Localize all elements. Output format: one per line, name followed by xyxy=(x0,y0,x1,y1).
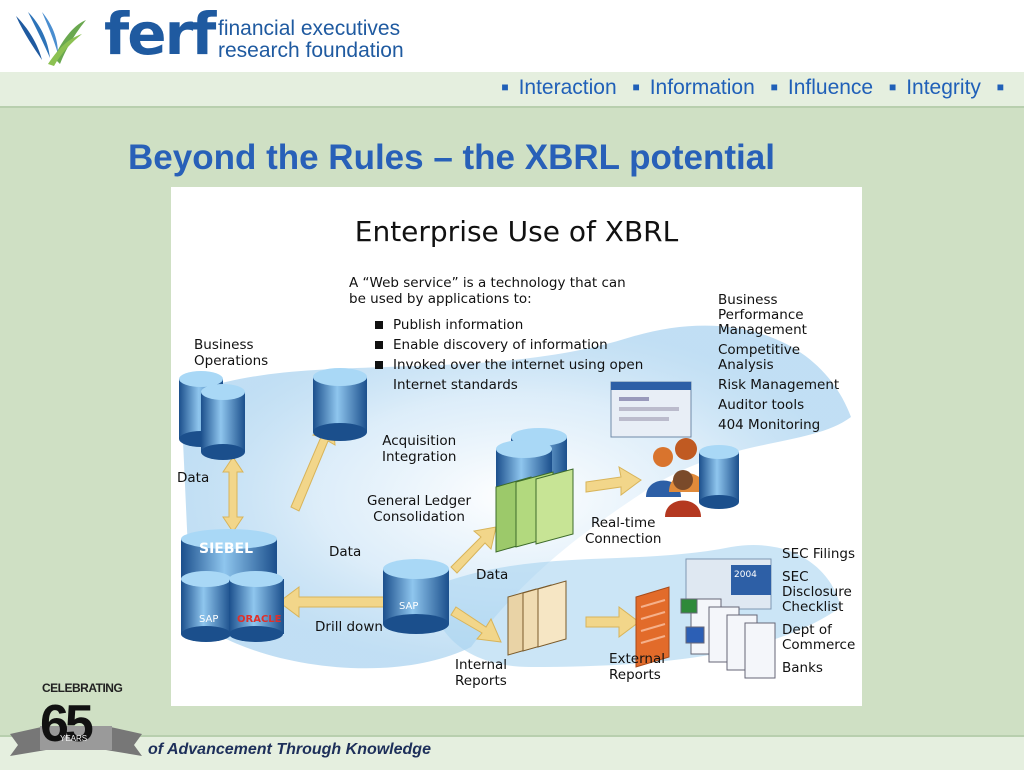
label-siebel: SIEBEL xyxy=(199,541,254,557)
right-404-monitoring: 404 Monitoring xyxy=(718,417,821,433)
external-reports-icon xyxy=(635,586,670,668)
label-integration: Integration xyxy=(382,449,457,465)
anniversary-ribbon-icon xyxy=(10,726,142,756)
arrow-drill-down xyxy=(278,586,387,618)
label-operations: Operations xyxy=(194,353,269,369)
value-information: Information xyxy=(649,76,755,99)
diagram-title: Enterprise Use of XBRL xyxy=(354,215,679,248)
bullet-icon: ■ xyxy=(501,80,509,94)
office-documents-icon xyxy=(680,598,776,679)
celebrating-label: CELEBRATING xyxy=(42,681,123,695)
years-number: 65 xyxy=(40,695,94,753)
business-ops-db-icon xyxy=(179,371,245,460)
central-sap-db-icon xyxy=(383,559,449,634)
label-business: Business xyxy=(194,337,254,353)
label-drill-down: Drill down xyxy=(315,619,383,635)
right-bottom-list: SEC Filings SEC Disclosure Checklist Dep… xyxy=(782,547,855,676)
label-internal-reports: Internal Reports xyxy=(455,657,507,689)
bullet-invoked-cont: Internet standards xyxy=(393,377,518,393)
bullet-invoked: Invoked over the internet using open xyxy=(374,357,644,373)
right-checklist: Checklist xyxy=(782,599,844,615)
label-general-ledger-line1: General Ledger xyxy=(367,493,472,509)
right-top-list: Business Performance Management Competit… xyxy=(718,293,839,433)
years-label: YEARS xyxy=(60,734,88,743)
right-banks: Banks xyxy=(782,660,823,676)
label-acquisition: Acquisition xyxy=(382,433,457,449)
label-data-low: Data xyxy=(476,567,509,583)
internal-reports-docs-icon xyxy=(507,580,567,656)
label-external-reports-line2: Reports xyxy=(609,667,661,683)
right-risk-management: Risk Management xyxy=(718,377,840,393)
label-realtime-connection: Real-time Connection xyxy=(585,515,661,547)
diagram-graphics xyxy=(179,325,851,679)
arrow-to-external xyxy=(585,606,640,638)
acquisition-db-icon xyxy=(313,368,367,441)
right-management: Management xyxy=(718,322,807,338)
bullet-icon: ■ xyxy=(632,80,640,94)
arrow-vertical xyxy=(222,456,244,533)
label-connection: Connection xyxy=(585,531,662,547)
dashboard-screen-icon xyxy=(610,381,692,438)
users-group-icon xyxy=(646,438,739,517)
arrow-realtime xyxy=(585,465,642,496)
right-analysis: Analysis xyxy=(718,357,774,373)
right-business: Business xyxy=(718,292,778,308)
label-business-operations: Business Operations xyxy=(194,337,268,369)
footer-tagline: of Advancement Through Knowledge xyxy=(148,741,431,758)
value-interaction: Interaction xyxy=(518,76,617,99)
bullet-discovery: Enable discovery of information xyxy=(374,337,643,353)
bullet-list: Publish information Enable discovery of … xyxy=(374,317,644,393)
label-acquisition-integration: Acquisition Integration xyxy=(382,433,456,465)
footer-bar xyxy=(0,735,1024,770)
bullet-icon: ■ xyxy=(996,80,1004,94)
intro-text: A “Web service” is a technology that can… xyxy=(349,275,626,307)
brand-subtitle: financial executives research foundation xyxy=(218,18,404,62)
right-dept-of: Dept of xyxy=(782,622,832,638)
bullet-publish: Publish information xyxy=(374,317,643,333)
tagline-bar: ■ Interaction ■ Information ■ Influence ■ In… xyxy=(0,72,1024,108)
label-general-ledger: General Ledger Consolidation xyxy=(367,493,471,525)
label-annual-year: 2004 xyxy=(734,570,757,580)
brand-name: ferf xyxy=(104,0,216,68)
brand-subtitle-line1: financial executives xyxy=(218,17,401,40)
header-bar: ferf financial executives research found… xyxy=(0,0,1024,72)
intro-line2: be used by applications to: xyxy=(349,291,532,307)
values-list: ■ Interaction ■ Information ■ Influence ■ In… xyxy=(491,76,1014,100)
right-competitive: Competitive xyxy=(718,342,801,358)
label-internal: Internal xyxy=(455,657,508,673)
label-external-reports: External Reports xyxy=(609,651,665,683)
label-external: External xyxy=(609,651,666,667)
right-auditor-tools: Auditor tools xyxy=(718,397,805,413)
label-oracle: ORACLE xyxy=(237,614,282,625)
bullet-icon: ■ xyxy=(770,80,778,94)
label-data-mid: Data xyxy=(329,544,362,560)
value-integrity: Integrity xyxy=(906,76,981,99)
ferf-swoosh-logo-icon xyxy=(16,12,86,66)
slide-title: Beyond the Rules – the XBRL potential xyxy=(128,138,775,177)
right-performance: Performance xyxy=(718,307,804,323)
arrow-to-gl xyxy=(450,526,497,574)
erp-db-cluster-icon xyxy=(181,529,284,642)
brand-subtitle-line2: research foundation xyxy=(218,39,404,62)
bullet-icon: ■ xyxy=(888,80,897,94)
intro-line1: A “Web service” is a technology that can xyxy=(349,275,626,291)
label-sap-center: SAP xyxy=(399,601,419,612)
green-documents-icon xyxy=(495,468,574,553)
xbrl-diagram: Enterprise Use of XBRL A “Web service” i… xyxy=(171,187,862,706)
label-sap-left: SAP xyxy=(199,614,219,625)
label-consolidation: Consolidation xyxy=(373,509,465,525)
arrow-to-internal xyxy=(450,606,502,643)
right-disclosure: Disclosure xyxy=(782,584,852,600)
right-sec: SEC xyxy=(782,569,809,585)
label-data-left: Data xyxy=(177,470,210,486)
label-internal-reports-line2: Reports xyxy=(455,673,507,689)
label-realtime: Real-time xyxy=(590,515,656,531)
right-sec-filings: SEC Filings xyxy=(782,546,856,562)
right-commerce: Commerce xyxy=(782,637,856,653)
value-influence: Influence xyxy=(787,76,874,99)
